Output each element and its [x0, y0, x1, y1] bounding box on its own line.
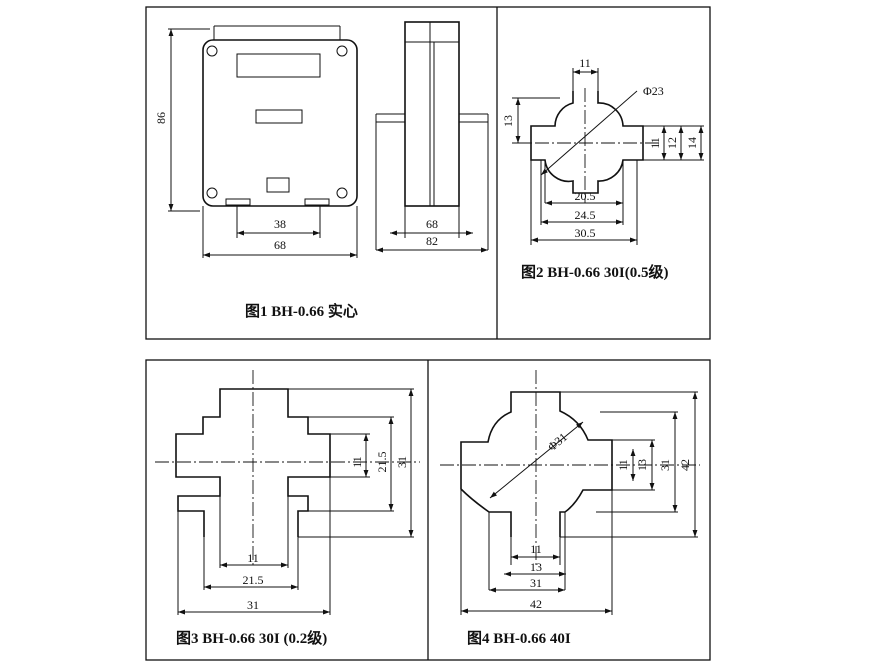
bottom-panel-frame	[145, 359, 711, 661]
figure-4: Φ31 11 13 31 42 11 13 31 42 图4 BH-0.66 4…	[440, 370, 700, 647]
fig2-dim-top-width: 11	[579, 56, 591, 70]
fig1-front-view	[202, 25, 358, 207]
fig3-dim-v3: 31	[395, 456, 409, 468]
fig3-dim-h2: 21.5	[243, 573, 264, 587]
figure-1: 86 38 68 68 82 图1 BH-0.66 实心	[154, 21, 489, 320]
fig2-dim-b3: 30.5	[575, 226, 596, 240]
fig2-dim-r3: 14	[685, 137, 699, 149]
figure-2: Φ23 11 13 11 12 14 20.5 24.5 30.5 图2 BH-…	[501, 56, 704, 281]
fig4-dim-v1: 11	[616, 459, 630, 471]
fig1-dim-height: 86	[154, 112, 168, 124]
fig4-dim-h3: 31	[530, 576, 542, 590]
fig3-caption: 图3 BH-0.66 30I (0.2级)	[176, 629, 327, 647]
fig4-dim-h1: 11	[530, 542, 542, 556]
top-panel-frame	[145, 6, 711, 340]
fig4-outline	[460, 391, 613, 537]
fig2-dim-b2: 24.5	[575, 208, 596, 222]
fig3-dim-v2: 21.5	[375, 452, 389, 473]
fig1-dim-front-width: 68	[274, 238, 286, 252]
fig4-dim-v2: 13	[635, 459, 649, 471]
fig4-caption: 图4 BH-0.66 40I	[467, 630, 571, 647]
fig1-dim-side-outer: 82	[426, 234, 438, 248]
fig1-caption: 图1 BH-0.66 实心	[245, 302, 358, 320]
fig2-dim-diameter: Φ23	[643, 84, 664, 98]
fig3-outline	[175, 388, 331, 537]
figure-3: 11 21.5 31 11 21.5 31 图3 BH-0.66 30I (0.…	[155, 370, 420, 647]
fig2-dim-r1: 11	[648, 137, 662, 149]
fig4-dim-h2: 13	[530, 560, 542, 574]
fig2-dim-r2: 12	[665, 137, 679, 149]
fig2-dim-top-height: 13	[501, 115, 515, 127]
fig3-dim-v1: 11	[350, 456, 364, 468]
fig4-dim-v4: 42	[678, 459, 692, 471]
fig3-dim-h1: 11	[247, 551, 259, 565]
fig1-dim-side-inner: 68	[426, 217, 438, 231]
fig4-dim-h4: 42	[530, 597, 542, 611]
fig1-dim-inner-width: 38	[274, 217, 286, 231]
fig1-side-view	[375, 21, 489, 250]
fig3-dim-h3: 31	[247, 598, 259, 612]
fig4-dim-v3: 31	[658, 459, 672, 471]
fig2-caption: 图2 BH-0.66 30I(0.5级)	[521, 263, 669, 281]
fig2-dim-b1: 20.5	[575, 189, 596, 203]
fig2-outline	[530, 91, 644, 194]
